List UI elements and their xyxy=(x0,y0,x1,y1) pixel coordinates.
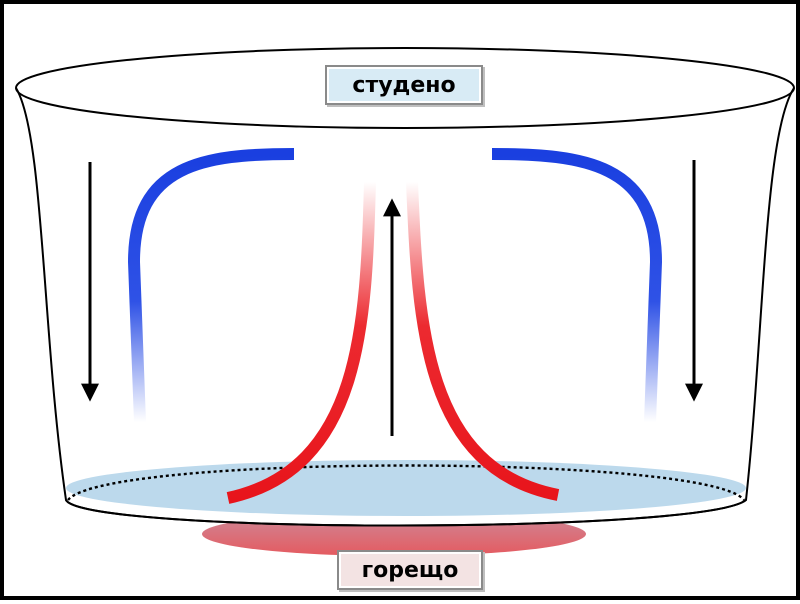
hot-flow-right xyxy=(406,181,560,501)
cold-flow-right xyxy=(491,148,663,423)
hot-label: горещо xyxy=(337,550,483,590)
pot-base xyxy=(65,499,747,527)
water-surface xyxy=(66,460,746,516)
pot-rim xyxy=(15,47,795,129)
convection-figure xyxy=(15,47,795,556)
cold-flow-left xyxy=(127,148,295,423)
hot-flow-left xyxy=(226,181,376,504)
cold-label: студено xyxy=(325,65,483,105)
water-line xyxy=(67,464,745,501)
